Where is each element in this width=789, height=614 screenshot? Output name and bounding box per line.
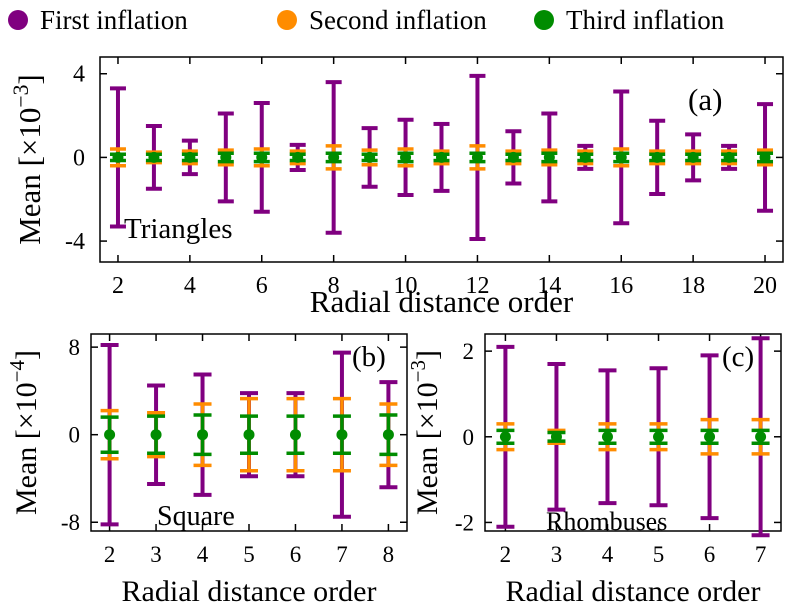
legend: First inflation Second inflation Third inf…: [8, 5, 725, 35]
mean-marker: [148, 151, 160, 163]
y-axis-label: Mean [×10−3]: [406, 350, 444, 515]
mean-marker: [364, 151, 376, 163]
mean-marker: [328, 151, 340, 163]
y-tick-label: -4: [65, 229, 85, 255]
x-tick-label: 6: [704, 542, 716, 567]
y-axis-label-exponent: −3: [406, 360, 430, 382]
mean-marker: [723, 151, 735, 163]
y-tick-label: 2: [463, 339, 475, 364]
mean-marker: [197, 429, 209, 441]
mean-marker: [499, 431, 511, 443]
legend-label-3: Third inflation: [566, 5, 725, 35]
mean-marker: [104, 429, 116, 441]
panel-tag: (b): [352, 341, 386, 373]
x-tick-label: 20: [753, 273, 777, 299]
plot-frame: [99, 56, 784, 263]
x-tick-label: 2: [104, 542, 116, 567]
x-axis-label: Radial distance order: [122, 575, 377, 608]
mean-marker: [184, 151, 196, 163]
y-axis-label: Mean [×10−4]: [5, 350, 43, 515]
legend-label-1: First inflation: [40, 5, 188, 35]
legend-marker-2: [277, 10, 297, 30]
x-tick-label: 2: [112, 273, 124, 299]
y-axis-label-text: Mean [×10: [411, 382, 444, 515]
x-tick-label: 12: [465, 273, 489, 299]
x-tick-label: 6: [290, 542, 302, 567]
legend-marker-3: [534, 10, 554, 30]
y-tick-label: -2: [455, 510, 474, 535]
mean-marker: [759, 151, 771, 163]
mean-marker: [336, 429, 348, 441]
x-tick-label: 4: [184, 273, 196, 299]
mean-marker: [755, 431, 767, 443]
mean-marker: [150, 429, 162, 441]
x-tick-label: 2: [500, 542, 512, 567]
mean-marker: [289, 429, 301, 441]
mean-marker: [382, 429, 394, 441]
y-tick-label: 0: [73, 145, 85, 171]
x-tick-label: 14: [537, 273, 561, 299]
x-tick-label: 6: [256, 273, 268, 299]
y-tick-label: -8: [61, 510, 80, 535]
mean-marker: [243, 429, 255, 441]
mean-marker: [436, 151, 447, 163]
x-tick-label: 18: [681, 273, 705, 299]
mean-marker: [687, 151, 699, 163]
x-axis-label: Radial distance order: [506, 575, 761, 608]
y-axis-label-text: Mean [×10: [12, 108, 47, 245]
x-tick-label: 10: [394, 273, 418, 299]
y-tick-label: 0: [463, 425, 475, 450]
legend-marker-1: [8, 10, 28, 30]
mean-marker: [220, 151, 232, 163]
mean-marker: [543, 151, 555, 163]
mean-marker: [651, 151, 663, 163]
x-tick-label: 5: [653, 542, 665, 567]
y-axis-label-bracket: ]: [10, 350, 43, 360]
mean-marker: [400, 151, 412, 163]
plot-frame: [484, 333, 782, 532]
y-axis-label-exponent: −3: [9, 85, 33, 108]
x-tick-label: 3: [551, 542, 563, 567]
x-tick-label: 7: [336, 542, 348, 567]
mean-marker: [601, 431, 613, 443]
shape-label: Triangles: [124, 213, 233, 245]
mean-marker: [653, 431, 665, 443]
mean-marker: [112, 151, 124, 163]
x-tick-label: 4: [197, 542, 209, 567]
y-axis-label-bracket: ]: [411, 350, 444, 360]
y-tick-label: 8: [69, 335, 81, 360]
x-tick-label: 4: [602, 542, 614, 567]
shape-label: Square: [157, 501, 235, 532]
legend-label-2: Second inflation: [309, 5, 487, 35]
mean-marker: [550, 431, 562, 443]
x-axis-label: Radial distance order: [310, 284, 574, 319]
mean-marker: [615, 151, 627, 163]
x-tick-label: 5: [243, 542, 255, 567]
mean-marker: [507, 151, 519, 163]
mean-marker: [292, 151, 304, 163]
panel-tag: (c): [722, 341, 754, 373]
x-tick-label: 8: [383, 542, 395, 567]
y-tick-label: 0: [69, 423, 81, 448]
mean-marker: [471, 151, 483, 163]
y-axis-label-bracket: ]: [12, 74, 47, 84]
x-tick-label: 7: [755, 542, 767, 567]
x-tick-label: 16: [609, 273, 633, 299]
mean-marker: [256, 151, 268, 163]
x-tick-label: 8: [328, 273, 340, 299]
y-axis-label-exponent: −4: [5, 359, 29, 382]
mean-marker: [704, 431, 716, 443]
shape-label: Rhombuses: [546, 507, 667, 536]
y-tick-label: 4: [73, 62, 85, 88]
mean-marker: [579, 151, 591, 163]
y-axis-label: Mean [×10−3]: [9, 74, 47, 245]
x-tick-label: 3: [150, 542, 162, 567]
y-axis-label-text: Mean [×10: [10, 382, 43, 515]
panel-tag: (a): [688, 82, 722, 117]
